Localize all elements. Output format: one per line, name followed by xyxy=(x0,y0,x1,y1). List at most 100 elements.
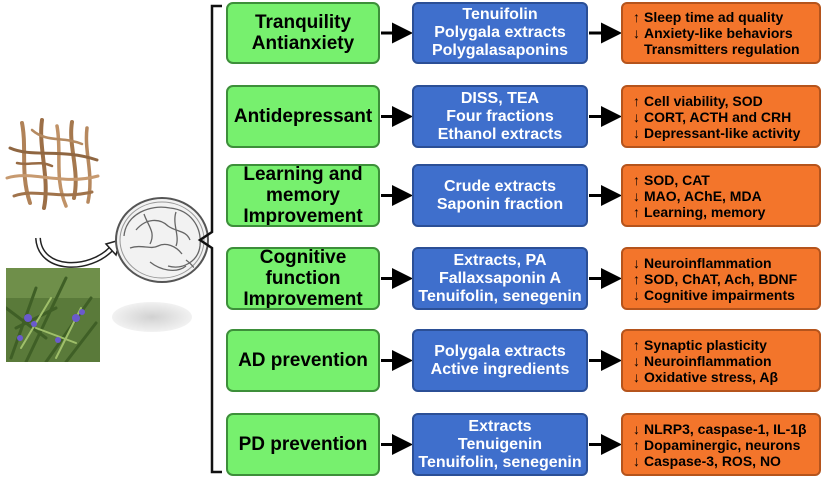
up-arrow-icon: ↑ xyxy=(633,92,640,109)
category-line: Antianxiety xyxy=(251,33,355,54)
effect-line: ↑Dopaminergic, neurons xyxy=(629,437,800,453)
agent-line: Fallaxsaponin A xyxy=(438,269,562,287)
agent-line: Four fractions xyxy=(446,107,554,125)
effect-line: ↓Caspase-3, ROS, NO xyxy=(629,453,781,469)
down-arrow-icon: ↓ xyxy=(633,420,640,437)
up-arrow-icon: ↑ xyxy=(633,9,640,25)
effect-text: Transmitters regulation xyxy=(644,41,800,57)
effect-line: ↑Synaptic plasticity xyxy=(629,337,767,353)
up-arrow-icon: ↑ xyxy=(633,436,640,453)
effect-text: Dopaminergic, neurons xyxy=(644,436,801,453)
agent-line: Polygala extracts xyxy=(434,342,566,360)
down-arrow-icon: ↓ xyxy=(633,352,640,369)
down-arrow-icon: ↓ xyxy=(633,124,640,141)
agent-line: Extracts, PA xyxy=(453,251,547,269)
effect-text: NLRP3, caspase-1, IL-1β xyxy=(644,420,807,437)
effect-line: ↓CORT, ACTH and CRH xyxy=(629,109,791,125)
effect-text: Cognitive impairments xyxy=(644,286,795,303)
down-arrow-icon: ↓ xyxy=(633,452,640,469)
category-line: AD prevention xyxy=(238,350,368,371)
category-line: memory xyxy=(266,185,340,206)
category-line: Cognitive xyxy=(259,247,347,268)
down-arrow-icon: ↓ xyxy=(633,254,640,271)
brain-shadow xyxy=(112,302,192,332)
effects-box: ↑Sleep time ad quality↓Anxiety-like beha… xyxy=(621,2,821,64)
agent-line: Tenuifolin, senegenin xyxy=(418,453,582,471)
brain-icon xyxy=(115,197,209,283)
agent-line: Crude extracts xyxy=(443,177,557,195)
agent-line: DISS, TEA xyxy=(460,89,540,107)
agent-line: Polygala extracts xyxy=(434,24,566,41)
agent-line: Saponin fraction xyxy=(436,195,564,213)
agent-line: Extracts xyxy=(468,417,532,435)
up-arrow-icon: ↑ xyxy=(633,270,640,287)
effects-box: ↑SOD, CAT↓MAO, AChE, MDA↑Learning, memor… xyxy=(621,164,821,227)
effect-text: Sleep time ad quality xyxy=(644,9,784,25)
effect-text: Depressant-like activity xyxy=(644,124,801,141)
agent-line: Active ingredients xyxy=(430,360,570,378)
category-line: PD prevention xyxy=(238,434,368,455)
category-line: Antidepressant xyxy=(233,106,373,127)
effects-box: ↓NLRP3, caspase-1, IL-1β↑Dopaminergic, n… xyxy=(621,413,821,476)
effect-line: ↓Depressant-like activity xyxy=(629,125,800,141)
category-box: Antidepressant xyxy=(226,85,380,148)
effect-line: ↓NLRP3, caspase-1, IL-1β xyxy=(629,421,807,437)
effect-line: ↓Neuroinflammation xyxy=(629,255,772,271)
category-line: Improvement xyxy=(243,206,363,227)
category-line: Learning and xyxy=(243,164,363,185)
agent-line: Tenuifolin xyxy=(462,6,538,23)
effect-line: ↓MAO, AChE, MDA xyxy=(629,188,762,204)
category-line: function xyxy=(265,268,341,289)
up-arrow-icon: ↑ xyxy=(633,171,640,188)
category-box: AD prevention xyxy=(226,329,380,392)
agent-line: Ethanol extracts xyxy=(437,125,563,143)
photo-to-brain-arrow xyxy=(35,237,115,268)
effect-line: ↑SOD, ChAT, Ach, BDNF xyxy=(629,271,797,287)
effect-text: MAO, AChE, MDA xyxy=(644,187,762,204)
effect-text: Caspase-3, ROS, NO xyxy=(644,452,781,469)
category-line: Improvement xyxy=(243,289,363,310)
up-arrow-icon: ↑ xyxy=(633,203,640,220)
effects-box: ↓Neuroinflammation↑SOD, ChAT, Ach, BDNF↓… xyxy=(621,247,821,310)
effect-line: ↑Learning, memory xyxy=(629,204,765,220)
effect-text: CORT, ACTH and CRH xyxy=(644,108,792,125)
down-arrow-icon: ↓ xyxy=(633,187,640,204)
effect-text: Oxidative stress, Aβ xyxy=(644,368,779,385)
grouping-bracket xyxy=(197,4,222,474)
flowering-plant-photo xyxy=(6,268,100,362)
effect-text: Neuroinflammation xyxy=(644,254,772,271)
down-arrow-icon: ↓ xyxy=(633,286,640,303)
category-box: PD prevention xyxy=(226,413,380,476)
effect-line: ↑Cell viability, SOD xyxy=(629,93,763,109)
effect-line: ↓Cognitive impairments xyxy=(629,287,795,303)
effects-box: ↑Synaptic plasticity↓Neuroinflammation↓O… xyxy=(621,329,821,392)
effect-text: SOD, ChAT, Ach, BDNF xyxy=(644,270,798,287)
effect-text: Anxiety-like behaviors xyxy=(644,25,793,41)
down-arrow-icon: ↓ xyxy=(633,108,640,125)
agent-line: Polygalasaponins xyxy=(431,42,569,59)
effect-line: ↓Oxidative stress, Aβ xyxy=(629,369,778,385)
dried-root-photo xyxy=(2,118,102,210)
agent-line: Tenuigenin xyxy=(457,435,543,453)
down-arrow-icon: ↓ xyxy=(633,25,640,41)
effect-text: Synaptic plasticity xyxy=(644,336,767,353)
effect-line: ↑Sleep time ad quality xyxy=(629,9,783,25)
effect-line: ↑SOD, CAT xyxy=(629,172,710,188)
effect-text: Learning, memory xyxy=(644,203,766,220)
effect-line: ↓Anxiety-like behaviors xyxy=(629,25,793,41)
category-line: Tranquility xyxy=(254,12,352,33)
down-arrow-icon: ↓ xyxy=(633,368,640,385)
effects-box: ↑Cell viability, SOD↓CORT, ACTH and CRH↓… xyxy=(621,85,821,148)
agent-line: Tenuifolin, senegenin xyxy=(418,287,582,305)
effect-text: SOD, CAT xyxy=(644,171,710,188)
